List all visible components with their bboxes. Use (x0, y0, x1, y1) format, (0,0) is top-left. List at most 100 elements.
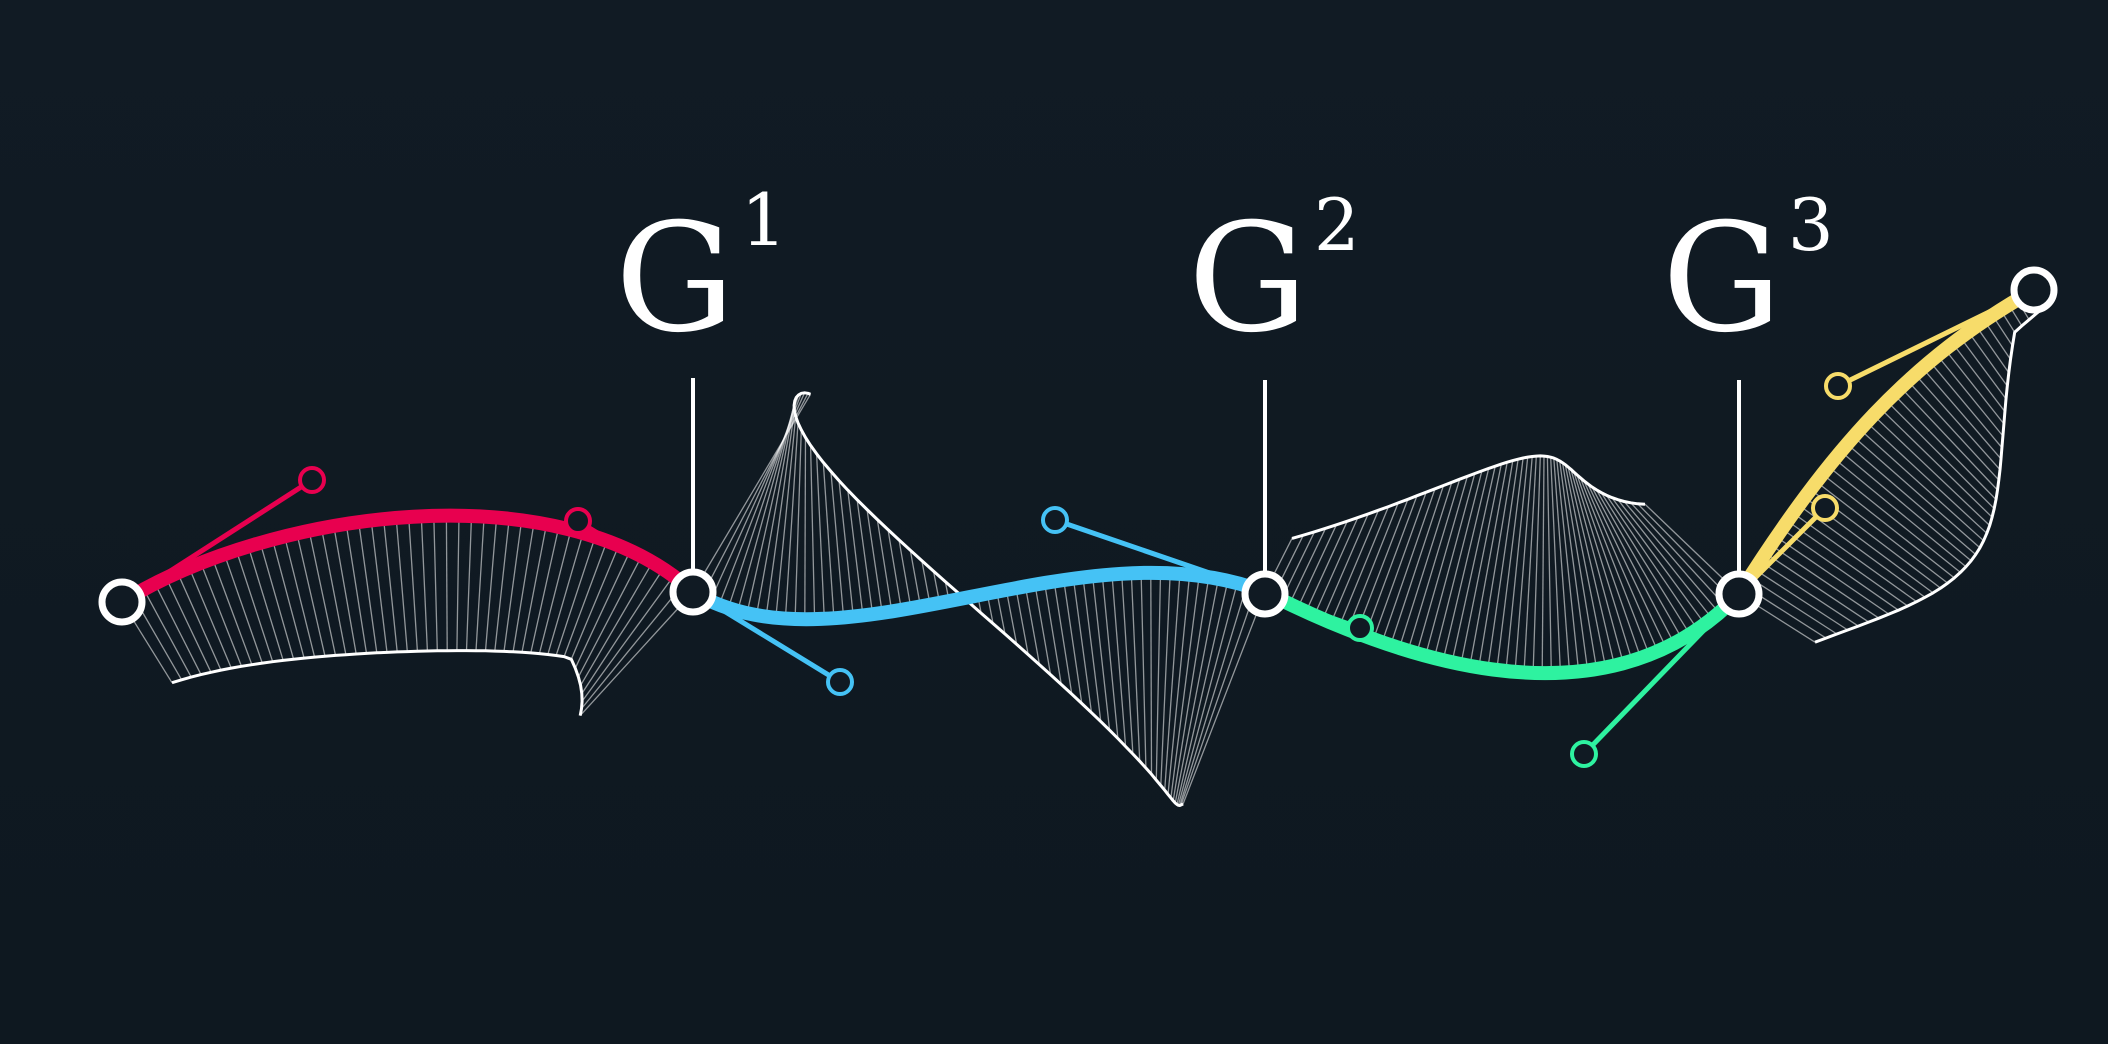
comb-hatch-line (521, 524, 548, 653)
comb-hatch-line (784, 422, 799, 619)
comb-hatch-line (345, 523, 368, 654)
endpoint-node-end[interactable] (2010, 266, 2058, 314)
comb-hatch-line (547, 532, 584, 655)
comb-hatch-line (580, 561, 654, 686)
comb-hatch-line (370, 520, 388, 653)
comb-hatch-line (1886, 400, 1995, 510)
control-point[interactable] (564, 507, 592, 535)
comb-hatch-line (581, 568, 664, 694)
comb-hatch-line (921, 560, 931, 605)
comb-hatch-line (494, 518, 510, 652)
curve-segment-2 (686, 565, 1272, 627)
comb-hatch-line (1776, 536, 1890, 615)
comb-hatch-line (1914, 374, 2001, 471)
comb-hatch-line (794, 429, 802, 620)
curve-segment-1 (115, 508, 700, 609)
comb-hatch-line (1514, 456, 1533, 672)
control-point[interactable] (298, 466, 326, 494)
comb-hatch-line (1424, 473, 1476, 656)
control-point[interactable] (1041, 506, 1069, 534)
comb-hatch-line (1749, 577, 1838, 635)
comb-hatch-line (223, 554, 263, 664)
comb-hatch-line (530, 526, 560, 654)
comb-hatch-line (1816, 481, 1949, 584)
comb-hatch-line (1121, 573, 1134, 755)
comb-hatch-line (1922, 367, 2002, 460)
comb-hatch-line (200, 562, 243, 667)
endpoint-node-start[interactable] (98, 578, 146, 626)
comb-hatch-line (1630, 502, 1727, 608)
comb-envelope-outline (1814, 306, 2045, 644)
comb-hatch-line (1929, 361, 2003, 449)
comb-hatch-line (1172, 576, 1210, 801)
comb-hatch-line (1822, 473, 1955, 579)
control-point[interactable] (1811, 494, 1839, 522)
comb-hatch-line (1101, 575, 1119, 739)
comb-hatch-line (296, 533, 326, 657)
comb-hatch-line (1907, 380, 2000, 481)
comb-hatch-line (1451, 466, 1496, 663)
comb-hatch-line (866, 509, 883, 613)
control-point[interactable] (1824, 372, 1852, 400)
comb-hatch-line (1781, 528, 1899, 611)
comb-hatch-line (1579, 477, 1650, 655)
comb-hatch-line (1478, 460, 1514, 668)
comb-hatch-line (538, 529, 572, 654)
comb-hatch-line (1983, 320, 2012, 360)
comb-hatch-line (1840, 451, 1972, 562)
comb-hatch-line (555, 536, 596, 656)
control-point[interactable] (1346, 614, 1374, 642)
comb-hatch-line (856, 499, 874, 615)
comb-hatch-line (1416, 476, 1469, 654)
comb-hatch-line (563, 540, 608, 657)
comb-hatch-line (456, 515, 460, 651)
comb-hatch-line (1005, 589, 1018, 645)
comb-hatch-line (1180, 588, 1257, 806)
continuity-label-g2: G2 (1188, 183, 1360, 366)
comb-hatch-line (755, 405, 795, 616)
comb-hatch-line (1541, 456, 1545, 674)
comb-hatch-line (177, 572, 222, 671)
comb-hatch-line (320, 528, 347, 655)
control-point[interactable] (1570, 740, 1598, 768)
comb-hatch-line (465, 516, 473, 651)
comb-hatch-line (271, 539, 305, 659)
comb-hatch-line (1381, 488, 1436, 643)
comb-hatch-line (1313, 517, 1359, 616)
comb-hatch-line (395, 517, 408, 652)
comb-hatch-line (1015, 587, 1029, 655)
comb-hatch-line (830, 471, 845, 618)
comb-hatch-line (1043, 582, 1062, 685)
curvature-comb-segment-4 (1738, 289, 2045, 644)
comb-hatch-line (736, 397, 797, 612)
control-point[interactable] (826, 668, 854, 696)
comb-hatch-line (1564, 464, 1607, 668)
comb-hatch-line (1330, 509, 1380, 623)
comb-envelope-outline (171, 649, 584, 716)
comb-hatch-line (1859, 429, 1985, 542)
joint-node-g2[interactable] (1241, 570, 1289, 618)
comb-hatch-line (1082, 577, 1102, 722)
comb-hatch-line (1072, 578, 1093, 713)
comb-hatch-line (1111, 574, 1127, 747)
comb-hatch-line (1583, 480, 1659, 652)
comb-hatch-line (1637, 503, 1734, 601)
comb-hatch-line (503, 520, 523, 652)
comb-hatch-line (308, 530, 337, 656)
comb-hatch-line (876, 519, 893, 612)
comb-hatch-line (809, 445, 816, 620)
comb-hatch-line (1338, 506, 1390, 627)
curvature-comb-segment-3 (1264, 454, 1740, 674)
comb-hatch-line (581, 575, 675, 702)
comb-hatch-line (1176, 580, 1229, 805)
comb-hatch-line (1487, 459, 1519, 669)
joint-node-g3[interactable] (1715, 570, 1763, 618)
joint-node-g1[interactable] (669, 568, 717, 616)
comb-hatch-line (1532, 455, 1541, 673)
comb-hatch-line (577, 555, 643, 678)
comb-hatch-line (1347, 502, 1399, 630)
comb-hatch-line (1759, 560, 1859, 627)
comb-hatch-line (1617, 499, 1713, 620)
comb-hatch-line (512, 522, 535, 652)
comb-hatch-line (570, 545, 620, 660)
